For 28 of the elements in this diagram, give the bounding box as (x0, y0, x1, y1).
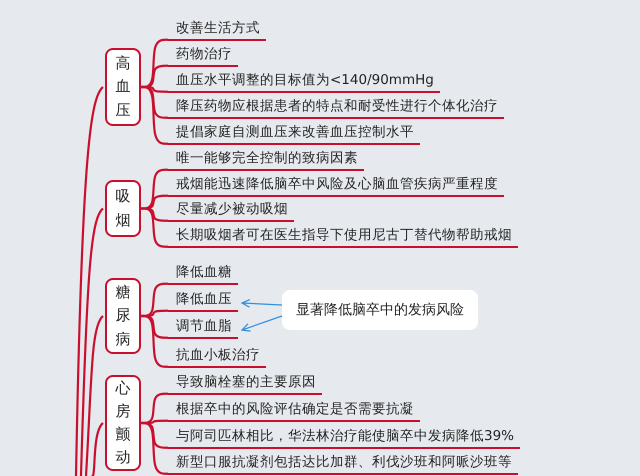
branch-line (74, 86, 104, 476)
subtopic-text: 降低血压 (168, 290, 238, 312)
subtopic-text: 改善生活方式 (168, 19, 266, 41)
topic-box: 心房颤动 (105, 375, 141, 471)
branch-line (90, 422, 104, 476)
subtopic-text: 戒烟能迅速降低脑卒中风险及心脑血管疾病严重程度 (168, 175, 504, 197)
topic-box: 吸烟 (105, 180, 141, 237)
arrow (241, 298, 282, 308)
topic-box: 糖尿病 (105, 278, 141, 354)
subtopic-text: 导致脑栓塞的主要原因 (168, 373, 322, 395)
subtopic-text: 提倡家庭自测血压来改善血压控制水平 (168, 123, 420, 145)
topic-box: 高血压 (105, 48, 141, 126)
subtopic-text: 唯一能够完全控制的致病因素 (168, 149, 364, 171)
subtopic-text: 降压药物应根据患者的特点和耐受性进行个体化治疗 (168, 97, 504, 119)
subtopic-text: 尽量减少被动吸烟 (168, 200, 294, 222)
subtopic-text: 新型口服抗凝剂包括达比加群、利伐沙班和阿哌沙班等 (168, 453, 518, 475)
subtopic-text: 根据卒中的风险评估确定是否需要抗凝 (168, 400, 420, 422)
subtopic-text: 降低血糖 (168, 263, 238, 285)
subtopic-text: 血压水平调整的目标值为<140/90mmHg (168, 71, 440, 93)
subtopic-text: 长期吸烟者可在医生指导下使用尼古丁替代物帮助戒烟 (168, 226, 518, 248)
subtopic-text: 与阿司匹林相比，华法林治疗能使脑卒中发病降低39% (168, 427, 520, 449)
subtopic-text: 药物治疗 (168, 45, 238, 67)
subtopic-text: 抗血小板治疗 (168, 346, 266, 368)
arrow (241, 315, 282, 332)
branch-line (80, 208, 104, 476)
callout-box: 显著降低脑卒中的发病风险 (282, 290, 478, 330)
subtopic-text: 调节血脂 (168, 317, 238, 339)
branch-line (84, 315, 104, 476)
